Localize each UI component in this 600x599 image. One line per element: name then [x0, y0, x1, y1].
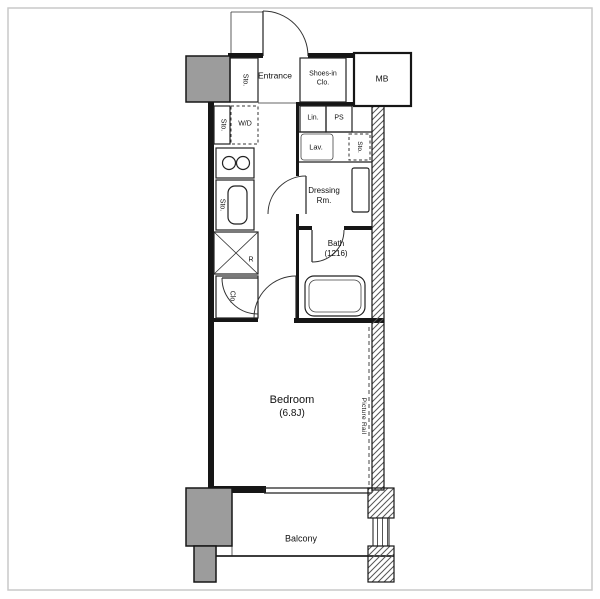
meter-box-outline [352, 51, 413, 108]
stove-burner-icon [235, 155, 251, 171]
wall-bath-bottom [294, 318, 384, 323]
outer-frame [7, 7, 593, 591]
dressing-door-arc-icon [267, 175, 307, 215]
dressing-room-label-line1: Dressing [308, 186, 340, 195]
refrigerator-space-label: R [248, 256, 254, 264]
entrance-door-arc-icon [262, 10, 309, 57]
bath-label: Bath (1216) [324, 239, 347, 259]
lav-storage-box [348, 133, 371, 161]
wall-corridor-upper [296, 106, 299, 176]
entrance-label: Entrance [257, 70, 293, 81]
closet-label: Clo. [228, 290, 236, 304]
kitchen-storage-sink-label: Sto. [218, 198, 226, 212]
lavatory-storage-label: Sto. [356, 141, 364, 153]
dressing-room-label: Dressing Rm. [308, 186, 340, 206]
dressing-cabinet [351, 167, 370, 213]
closet-door-arc-icon [221, 277, 259, 315]
shoes-in-closet-label: Shoes-in Clo. [309, 70, 337, 88]
closet-box [215, 275, 259, 319]
bathtub-inner-line [308, 279, 362, 313]
dressing-room-label-line2: Rm. [316, 196, 332, 205]
wall-corridor-lower [296, 214, 299, 318]
lav-counter [300, 133, 334, 161]
column-top-left [185, 55, 231, 103]
bath-door-arc-icon [311, 229, 345, 263]
wall-top-left [228, 53, 263, 58]
bath-label-line1: Bath [327, 239, 345, 248]
stove-burner-icon [221, 155, 237, 171]
wall-bottom-left [208, 486, 266, 493]
bedroom-label-line1: Bedroom [269, 393, 315, 406]
lavatory-label: Lav. [309, 142, 323, 152]
kitchen-storage-top-box [213, 105, 231, 145]
kitchen-storage-top-label: Sto. [219, 118, 227, 132]
wall-bedroom-top-left [208, 318, 258, 322]
wall-entrance-bottom [296, 102, 384, 106]
wall-top-right [308, 53, 354, 58]
wall-bath-top-left [298, 226, 312, 230]
column-bottom-right-upper [367, 487, 395, 519]
refrigerator-space-cross-line [213, 231, 259, 275]
wall-right-hatched [371, 103, 385, 491]
balcony-partition-hatch [372, 517, 390, 547]
wall-bath-top-right [344, 226, 372, 230]
balcony-label: Balcony [284, 533, 318, 544]
washer-dryer-box [230, 105, 259, 145]
bedroom-label: Bedroom (6.8J) [270, 394, 315, 420]
bathtub-icon [304, 275, 366, 317]
column-bottom-right-lower [367, 545, 395, 583]
bedroom-label-line2: (6.8J) [279, 407, 305, 419]
pipe-space-label: PS [334, 114, 344, 122]
sink-icon [227, 185, 248, 225]
meter-box-label: MB [375, 73, 389, 84]
shoes-in-closet-label-line1: Shoes-in [309, 70, 337, 78]
stove-box [215, 147, 255, 179]
bath-label-line2: (1216) [324, 249, 348, 258]
bedroom-door-arc-icon [253, 275, 297, 319]
sink-unit-box [215, 179, 255, 231]
washer-dryer-label: W/D [238, 120, 252, 128]
wall-left [208, 100, 214, 492]
linen-label: Lin. [307, 114, 319, 122]
shoes-in-closet-label-line2: Clo. [316, 79, 330, 86]
refrigerator-space-box [213, 231, 259, 275]
shoes-in-closet-box [299, 57, 347, 103]
entrance-storage-label: Sto. [241, 73, 249, 87]
column-bottom-left [185, 487, 233, 547]
column-bottom-left-stem [193, 545, 217, 583]
picture-rail-label: Picture Rail [360, 397, 368, 435]
